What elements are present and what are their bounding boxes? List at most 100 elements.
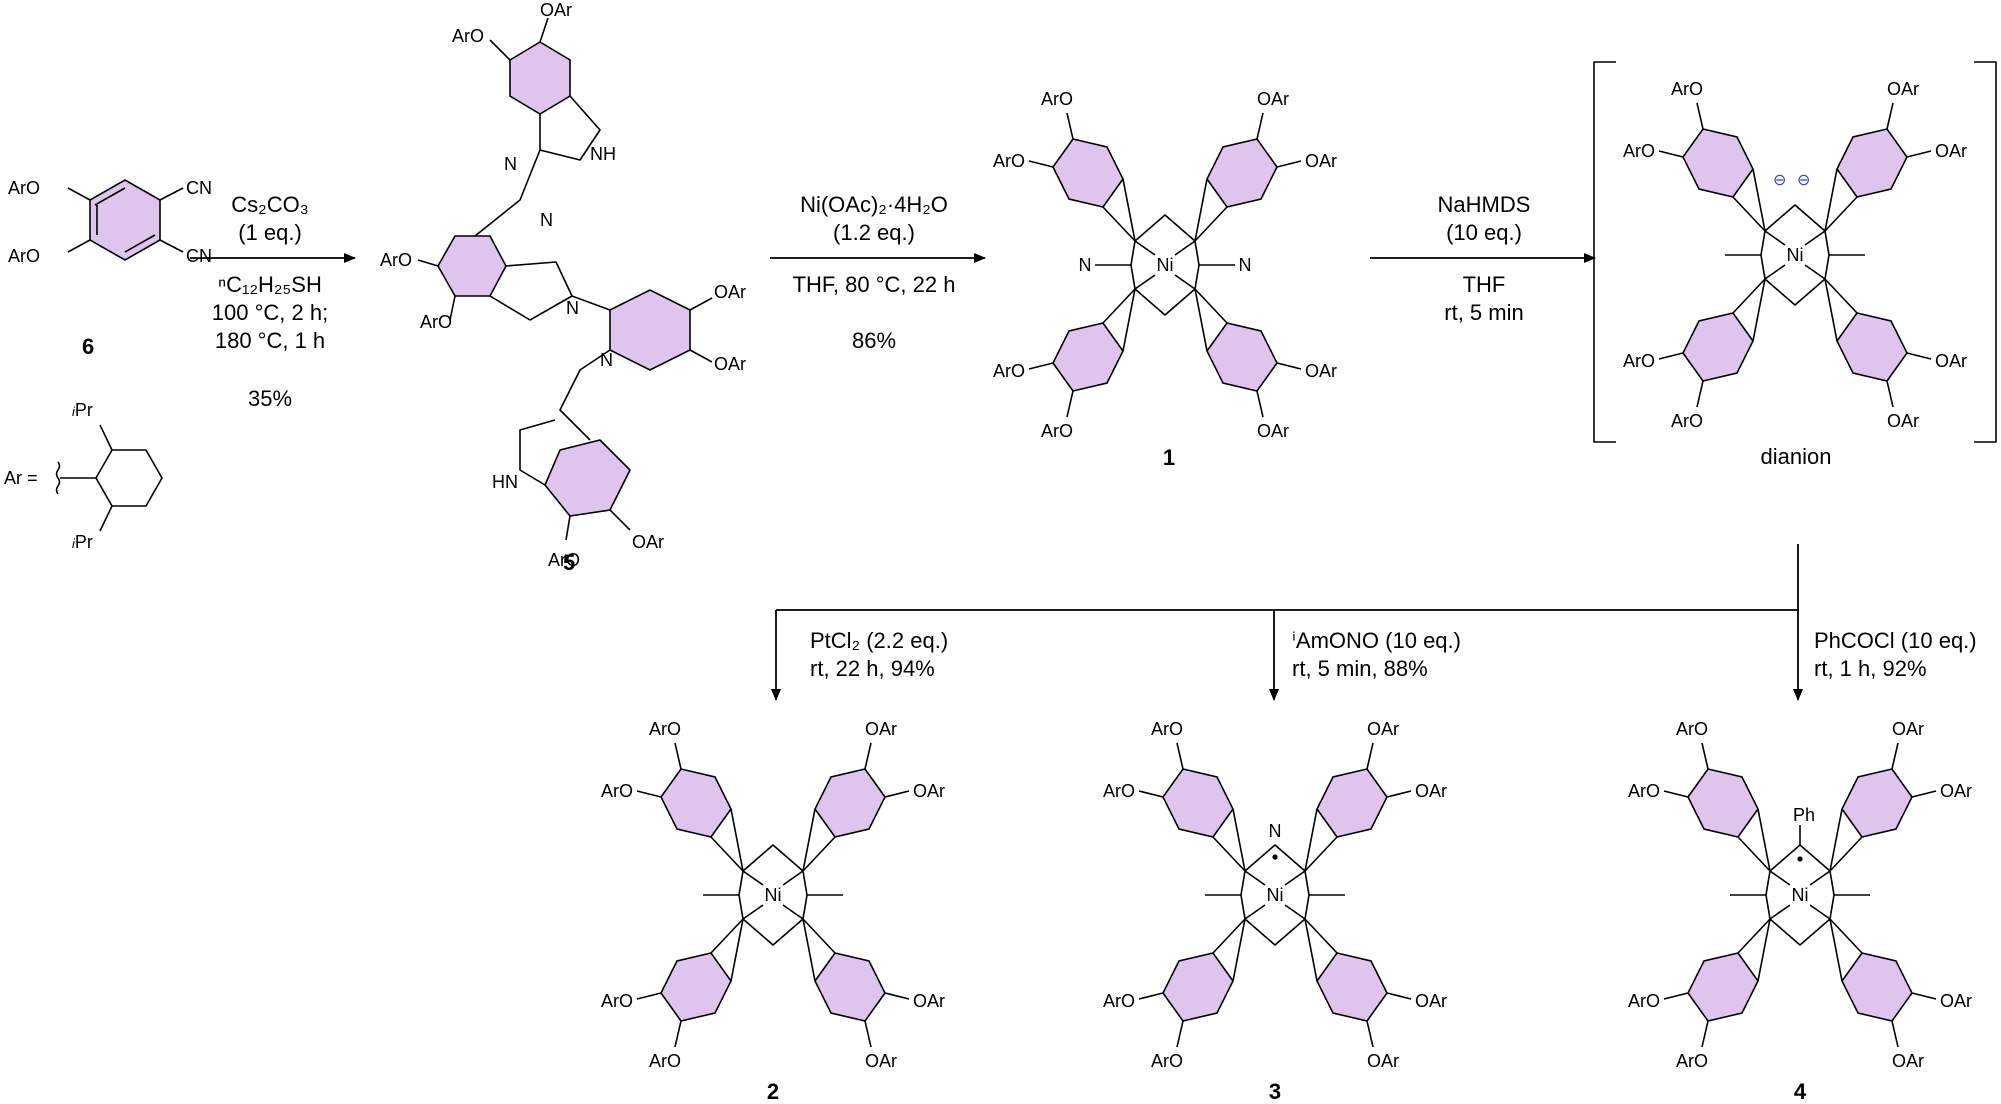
compound-2: Ni ArO ArO OAr OAr ArO ArO OAr OAr 2 [601,719,945,1104]
c3-oar-7: OAr [1415,991,1447,1011]
c1-oar-5: ArO [993,361,1025,381]
svg-text:(1 eq.): (1 eq.) [238,220,302,245]
c2-oar-3: OAr [913,781,945,801]
c2-oar-7: OAr [913,991,945,1011]
c5-oar-7: OAr [632,532,664,552]
svg-text:180 °C, 1 h: 180 °C, 1 h [215,328,325,353]
c2-oar-6: ArO [649,1051,681,1071]
svg-text:THF: THF [1463,272,1506,297]
dianion-bracket [1593,61,1997,443]
radical-dot [1272,854,1278,860]
svg-text:rt, 5 min, 88%: rt, 5 min, 88% [1292,656,1428,681]
c2-oar-5: ArO [601,991,633,1011]
compound-4: Ni Ph ArO ArO OAr OAr ArO ArO OAr OAr 4 [1628,719,1972,1104]
dianion-oar-2: ArO [1671,79,1703,99]
charge-left: ⊖ [1773,172,1786,189]
c4-oar-5: ArO [1628,991,1660,1011]
radical-dot [1797,856,1803,862]
c4-oar-6: ArO [1676,1051,1708,1071]
svg-text:rt, 1 h, 92%: rt, 1 h, 92% [1814,656,1927,681]
c4-ni: Ni [1792,885,1809,905]
c2-ni: Ni [765,885,782,905]
dianion-oar-8: OAr [1887,411,1919,431]
c5-oar-8: ArO [548,550,580,570]
dianion-oar-6: ArO [1671,411,1703,431]
c2-oar-4: OAr [865,719,897,739]
c4-oar-8: OAr [1892,1051,1924,1071]
c5-hn: HN [492,472,518,492]
c6-cn-top: CN [186,178,212,198]
svg-text:(1.2 eq.): (1.2 eq.) [833,220,915,245]
svg-text:86%: 86% [852,328,896,353]
c4-oar-7: OAr [1940,991,1972,1011]
step-2-conditions: Ni(OAc)₂·4H₂O (1.2 eq.) THF, 80 °C, 22 h… [793,192,956,353]
c3-oar-4: OAr [1367,719,1399,739]
step-3-conditions: NaHMDS (10 eq.) THF rt, 5 min [1438,192,1531,325]
dianion: Ni ⊖ ⊖ ArO ArO OAr OAr ArO ArO OAr OAr [1623,79,1967,431]
svg-text:100 °C, 2 h;: 100 °C, 2 h; [212,300,328,325]
c5-oar-5: OAr [714,282,746,302]
c5-nh: NH [590,144,616,164]
dianion-oar-4: OAr [1887,79,1919,99]
dianion-oar-7: OAr [1935,351,1967,371]
svg-text:rt, 22 h, 94%: rt, 22 h, 94% [810,656,935,681]
c6-substituent-bottom: ArO [8,246,40,266]
compound-1: Ni ArO ArO OAr OAr ArO ArO OAr OAr N N 1 [993,89,1337,470]
c4-ph: Ph [1793,805,1815,825]
ar-definition: Ar = iPr iPr [4,400,163,552]
c5-oar-6: OAr [714,354,746,374]
c3-ni: Ni [1267,885,1284,905]
c3-oar-3: OAr [1415,781,1447,801]
c5-oar-2: OAr [540,0,572,20]
dianion-label: dianion [1761,444,1832,469]
c1-ni: Ni [1157,255,1174,275]
c1-oar-4: OAr [1257,89,1289,109]
charge-right: ⊖ [1797,172,1810,189]
compound-3-label: 3 [1269,1079,1281,1104]
c2-oar-8: OAr [865,1051,897,1071]
c3-oar-5: ArO [1103,991,1135,1011]
svg-text:NaHMDS: NaHMDS [1438,192,1531,217]
step-1-conditions: Cs₂CO₃ (1 eq.) ⁿC₁₂H₂₅SH 100 °C, 2 h; 18… [212,192,328,411]
dianion-ni: Ni [1787,245,1804,265]
svg-text:Cs₂CO₃: Cs₂CO₃ [231,192,308,217]
ar-prefix: Ar = [4,468,38,488]
c5-n-2: N [540,210,553,230]
svg-text:PhCOCl (10 eq.): PhCOCl (10 eq.) [1814,628,1977,653]
c3-meso-n: N [1269,821,1282,841]
c1-oar-1: ArO [993,151,1025,171]
compound-5: ArO OAr ArO ArO OAr OAr OAr ArO NH HN N … [380,0,746,575]
compound-4-label: 4 [1794,1079,1807,1104]
c2-oar-1: ArO [601,781,633,801]
ar-ipr-top: iPr [72,400,93,420]
c3-oar-1: ArO [1103,781,1135,801]
c1-n-right: N [1239,255,1252,275]
dianion-oar-3: OAr [1935,141,1967,161]
c5-n-3: N [566,298,579,318]
svg-text:THF, 80 °C, 22 h: THF, 80 °C, 22 h [793,272,956,297]
c3-oar-2: ArO [1151,719,1183,739]
c4-oar-3: OAr [1940,781,1972,801]
c6-cn-bottom: CN [186,246,212,266]
c5-oar-1: ArO [452,26,484,46]
c1-oar-8: OAr [1257,421,1289,441]
branch-lines [771,544,1803,701]
c4-oar-1: ArO [1628,781,1660,801]
compound-6: CN CN ArO ArO 6 [8,178,212,359]
c6-substituent-top: ArO [8,178,40,198]
dianion-oar-1: ArO [1623,141,1655,161]
c3-oar-6: ArO [1151,1051,1183,1071]
branch-4-conditions: PhCOCl (10 eq.) rt, 1 h, 92% [1814,628,1977,681]
c2-oar-2: ArO [649,719,681,739]
compound-2-label: 2 [767,1079,779,1104]
compound-1-label: 1 [1163,445,1175,470]
svg-text:(10 eq.): (10 eq.) [1446,220,1522,245]
c3-oar-8: OAr [1367,1051,1399,1071]
c1-oar-7: OAr [1305,361,1337,381]
svg-text:35%: 35% [248,386,292,411]
branch-3-conditions: ⁱAmONO (10 eq.) rt, 5 min, 88% [1292,628,1461,681]
compound-5-label: 5 [563,550,575,575]
compound-3: Ni N ArO ArO OAr OAr ArO ArO OAr OAr 3 [1103,719,1447,1104]
ar-ipr-bottom: iPr [72,532,93,552]
